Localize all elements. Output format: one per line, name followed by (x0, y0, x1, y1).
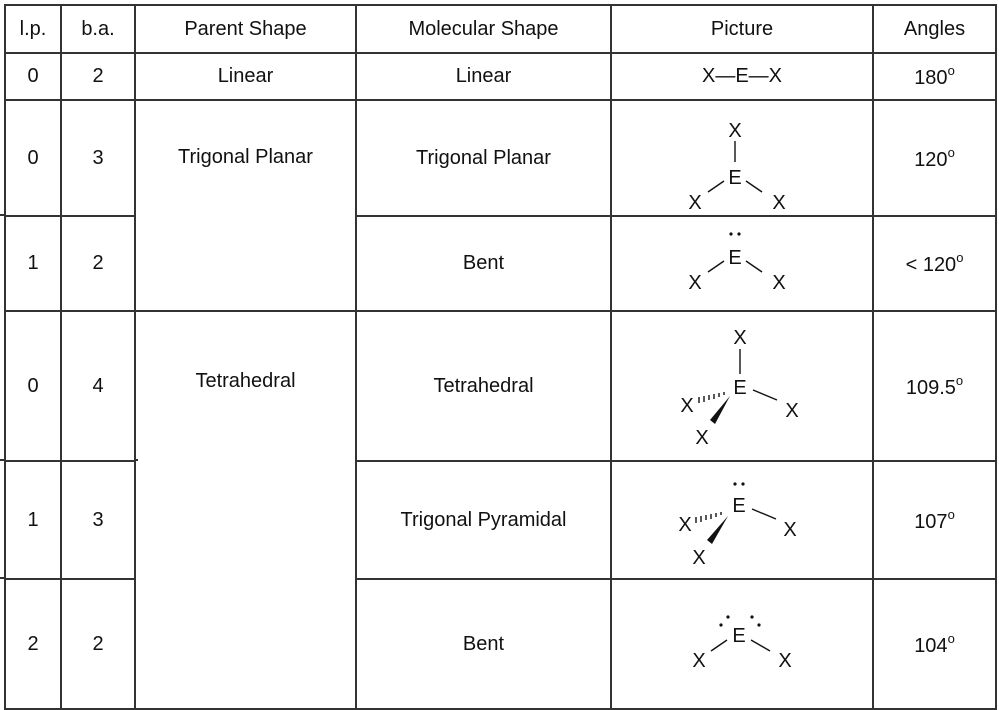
picture-cell: E X X (610, 578, 874, 710)
table-row: 2 2 Bent E X X 104o (4, 578, 997, 710)
svg-text:X: X (695, 427, 708, 449)
molecular-shape-cell: Linear (355, 52, 612, 101)
molecular-shape-cell: Trigonal Planar (355, 99, 612, 217)
header-lp: l.p. (4, 4, 62, 54)
trigonal-planar-diagram: X E X X (688, 120, 785, 214)
svg-text:X: X (772, 272, 785, 294)
svg-text:X: X (692, 547, 705, 569)
svg-text:E: E (733, 377, 746, 399)
ba-cell: 3 (60, 460, 136, 580)
svg-text:X: X (783, 519, 796, 541)
table-row: 1 2 Bent E X X < 120o (4, 215, 997, 312)
molecular-shape-cell: Bent (355, 215, 612, 312)
lp-cell: 0 (4, 99, 62, 217)
lp-cell: 0 (4, 310, 62, 462)
parent-shape-cell: Tetrahedral (134, 310, 357, 710)
svg-text:X: X (772, 192, 785, 214)
header-angles: Angles (872, 4, 997, 54)
svg-text:X: X (678, 514, 691, 536)
header-parent-shape: Parent Shape (134, 4, 357, 54)
ba-cell: 2 (60, 215, 136, 312)
parent-shape-cell: Trigonal Planar (134, 99, 357, 312)
header-row: l.p. b.a. Parent Shape Molecular Shape P… (4, 4, 997, 54)
angle-cell: 107o (872, 460, 997, 580)
svg-text:X: X (785, 400, 798, 422)
parent-shape-cell: Linear (134, 52, 357, 101)
row-divider-stub (0, 459, 6, 461)
ba-cell: 3 (60, 99, 136, 217)
angle-cell: 120o (872, 99, 997, 217)
picture-cell: X—E—X (610, 52, 874, 101)
lp-cell: 2 (4, 578, 62, 710)
tetrahedral-diagram: X E X X X (680, 327, 798, 449)
svg-text:X: X (688, 272, 701, 294)
svg-text:X: X (680, 395, 693, 417)
header-molecular-shape: Molecular Shape (355, 4, 612, 54)
table-row: 0 3 Trigonal Planar Trigonal Planar X E … (4, 99, 997, 312)
molecular-shape-cell: Bent (355, 578, 612, 710)
picture-cell: E X X X (610, 460, 874, 580)
molecular-shape-cell: Trigonal Pyramidal (355, 460, 612, 580)
svg-text:X: X (688, 192, 701, 214)
picture-cell: X E X X X (610, 310, 874, 462)
angle-cell: < 120o (872, 215, 997, 312)
lp-cell: 1 (4, 215, 62, 312)
angle-cell: 109.5o (872, 310, 997, 462)
table-row: 0 4 Tetrahedral Tetrahedral X E X X X 10… (4, 310, 997, 710)
ba-cell: 4 (60, 310, 136, 462)
header-picture: Picture (610, 4, 874, 54)
svg-text:X: X (692, 650, 705, 672)
picture-cell: E X X (610, 215, 874, 312)
table-row: 1 3 Trigonal Pyramidal E X X X 107o (4, 460, 997, 580)
svg-text:X: X (728, 120, 741, 142)
angle-cell: 180o (872, 52, 997, 101)
picture-cell: X E X X (610, 99, 874, 217)
svg-text:E: E (728, 167, 741, 189)
molecular-shape-cell: Tetrahedral (355, 310, 612, 462)
ba-cell: 2 (60, 52, 136, 101)
ba-cell: 2 (60, 578, 136, 710)
lp-cell: 1 (4, 460, 62, 580)
bent-one-lone-pair-diagram: E X X (688, 232, 786, 294)
row-divider-stub (134, 459, 138, 461)
row-divider-stub (0, 577, 6, 579)
svg-text:X: X (778, 650, 791, 672)
vsepr-table: l.p. b.a. Parent Shape Molecular Shape P… (4, 4, 997, 710)
lp-cell: 0 (4, 52, 62, 101)
angle-cell: 104o (872, 578, 997, 710)
svg-text:X: X (733, 327, 746, 349)
trigonal-pyramidal-diagram: E X X X (678, 482, 797, 569)
svg-text:E: E (732, 625, 745, 647)
bent-two-lone-pairs-diagram: E X X (692, 615, 792, 672)
header-ba: b.a. (60, 4, 136, 54)
row-divider-stub (0, 214, 6, 216)
svg-text:E: E (732, 495, 745, 517)
svg-text:E: E (728, 247, 741, 269)
table-row: 0 2 Linear Linear X—E—X 180o (4, 52, 997, 101)
